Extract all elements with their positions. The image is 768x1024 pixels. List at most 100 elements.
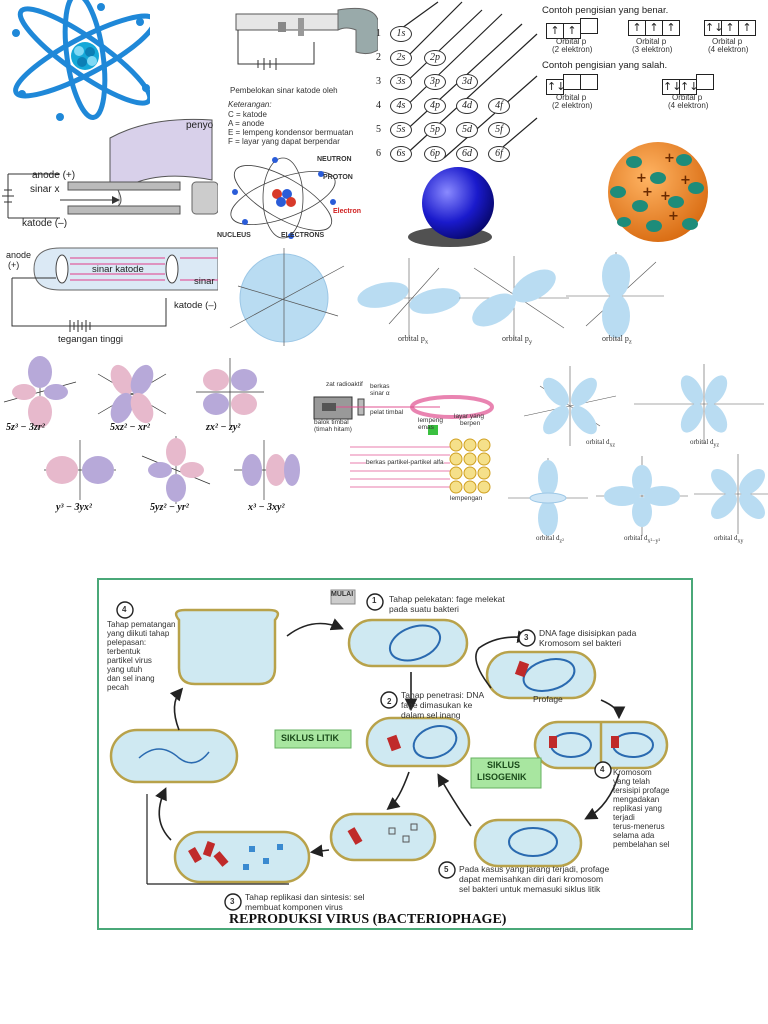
orbital-label: Orbital p (556, 93, 587, 102)
d-orbital-label-z2: orbital dz² (536, 534, 564, 545)
orbital-6p: 6p (424, 146, 446, 162)
p-orbital-label-x: orbital px (398, 334, 429, 346)
f-orbital-formula: x³ − 3xy² (248, 502, 285, 513)
rutherford-label: (timah hitam) (314, 426, 352, 433)
f-orbital-formula: 5xz² − xr² (110, 422, 150, 433)
cathode-bending-panel: Pembelokan sinar katode oleh Keterangan:… (218, 0, 378, 148)
cathode-tube-diagram (235, 7, 378, 70)
s-orbital-diagram (229, 248, 345, 346)
benar-title: Contoh pengisian yang benar. (542, 5, 669, 16)
row-number: 2 (376, 52, 381, 63)
p-orbital-label-z: orbital pz (602, 334, 632, 346)
s-orbital (228, 246, 346, 348)
step4-lytic-text: Tahap pematangan yang diikuti tahap pele… (107, 620, 176, 692)
virus-reproduction-diagram: MULAI 1 2 3 4 4 5 3 Tahap pelekatan: fag… (97, 578, 693, 930)
f-orbitals-panel: 5z³ − 3zr² 5xz² − xr² zx² − zy² y³ − 3yx… (0, 352, 300, 520)
step-number: 5 (444, 865, 449, 874)
d-orbitals-diagram (508, 364, 768, 538)
row-number: 4 (376, 100, 381, 111)
virus-cycle-graphics (109, 589, 669, 911)
legend-title: Keterangan: (228, 100, 272, 109)
crt-label-sinar-katode: sinar katode (92, 264, 144, 275)
svg-text:+: + (664, 151, 675, 166)
xray-label-anode: anode (+) (32, 170, 76, 181)
legend-item: E = lempeng kondensor bermuatan (228, 128, 354, 137)
step1-text: Tahap pelekatan: fage melekat pada suatu… (389, 594, 505, 614)
orbital-5d: 5d (456, 122, 478, 138)
profage-label: Profage (533, 694, 563, 704)
step-number: 3 (524, 633, 529, 642)
orbital-box: ↑ (546, 23, 564, 39)
orbital-box: ↑ (738, 20, 756, 36)
salah-example-2: ↑↓↑↓ (662, 74, 714, 95)
orbital-label: Orbital p (556, 37, 587, 46)
xray-label-katode: katode (–) (22, 218, 68, 229)
orbital-5p: 5p (424, 122, 446, 138)
svg-text:+: + (668, 209, 679, 224)
step-number: 1 (372, 596, 377, 605)
orbital-4s: 4s (390, 98, 412, 114)
orbital-5f: 5f (488, 122, 510, 138)
orbital-box (580, 18, 598, 34)
p-orbitals-panel: orbital px orbital py orbital pz (354, 250, 664, 350)
legend-item: F = layar yang dapat berpendar (228, 137, 340, 146)
orbital-box: ↑ (628, 20, 646, 36)
orbital-4p: 4p (424, 98, 446, 114)
crt-label-anode-sign: (+) (8, 260, 20, 270)
legend-item: C = katode (228, 110, 267, 119)
crt-label-katode: katode (–) (174, 300, 217, 311)
xray-label-sinar: sinar x (30, 184, 60, 195)
crt-label-tegangan: tegangan tinggi (58, 334, 123, 345)
rutherford-label: berkas (370, 383, 390, 390)
step3-lysogenic-text: DNA fage disisipkan pada Kromosom sel ba… (539, 628, 637, 648)
orbital-box: ↑ (645, 20, 663, 36)
salah-example-1: ↑↓ (546, 74, 598, 95)
crt-panel: anode (+) sinar katode sinar katode (–) … (0, 242, 218, 346)
orbital-1s: 1s (390, 26, 412, 42)
atom-label-proton: PROTON (323, 174, 353, 181)
orbital-box: ↑↓ (679, 79, 699, 95)
atom-label-electron: Electron (333, 208, 362, 215)
rutherford-diagram (313, 395, 494, 494)
orbital-6f: 6f (488, 146, 510, 162)
p-orbital-label-y: orbital py (502, 334, 533, 346)
atom-label-nucleus: NUCLEUS (217, 232, 251, 239)
thomson-model: +++ +++ (596, 140, 722, 244)
orbital-sub: (4 elektron) (668, 101, 709, 110)
step-number: 4 (122, 605, 127, 614)
benar-example-1: ↑↑ (546, 18, 598, 39)
step3-lytic-text: Tahap replikasi dan sintesis: sel membua… (245, 892, 365, 912)
orbital-3s: 3s (390, 74, 412, 90)
rutherford-label: lempengan (450, 495, 483, 502)
crt-label-sinar: sinar (194, 276, 215, 287)
rutherford-label: layar yang (454, 413, 484, 420)
orbital-label: Orbital p (712, 37, 743, 46)
crt-diagram (11, 247, 218, 332)
aufbau-diagram: 1 2 3 4 5 6 1s 2s 2p 3s 3p 3d 4s 4p 4d 4… (372, 0, 540, 168)
rutherford-label: emas (418, 424, 434, 431)
rutherford-label: berkas partikel-partikel alfa (366, 459, 444, 466)
svg-text:+: + (680, 173, 691, 188)
orbital-box: ↑ (662, 20, 680, 36)
lysogenic-cycle-label-2: LISOGENIK (477, 772, 527, 782)
orbital-box: ↑ (721, 20, 739, 36)
step2-text: Tahap penetrasi: DNA fage dimasukan ke d… (401, 690, 485, 720)
xray-tube-panel: penyo anode (+) sinar x katode (–) (0, 110, 218, 238)
atom-model-diagram (230, 157, 336, 239)
orbital-4d: 4d (456, 98, 478, 114)
d-orbital-label-xz: orbital dxz (586, 438, 616, 449)
rutherford-label: pelat timbal (370, 409, 404, 416)
rutherford-label: zat radioaktif (326, 381, 363, 388)
orbital-label: Orbital p (636, 37, 667, 46)
atom-label-neutron: NEUTRON (317, 156, 352, 163)
sphere-icon (408, 167, 494, 247)
p-orbitals-diagram (357, 252, 664, 340)
d-orbitals-panel: orbital dxz orbital dyz orbital dz² orbi… (504, 358, 768, 550)
atom-model-panel: NEUTRON PROTON Electron NUCLEUS ELECTRON… (215, 150, 380, 242)
row-number: 1 (376, 28, 381, 39)
rutherford-label: sinar α (370, 390, 390, 397)
orbital-4f: 4f (488, 98, 510, 114)
orbital-label: Orbital p (672, 93, 703, 102)
lytic-cycle-label: SIKLUS LITIK (281, 733, 339, 743)
legend-item: A = anode (228, 119, 265, 128)
